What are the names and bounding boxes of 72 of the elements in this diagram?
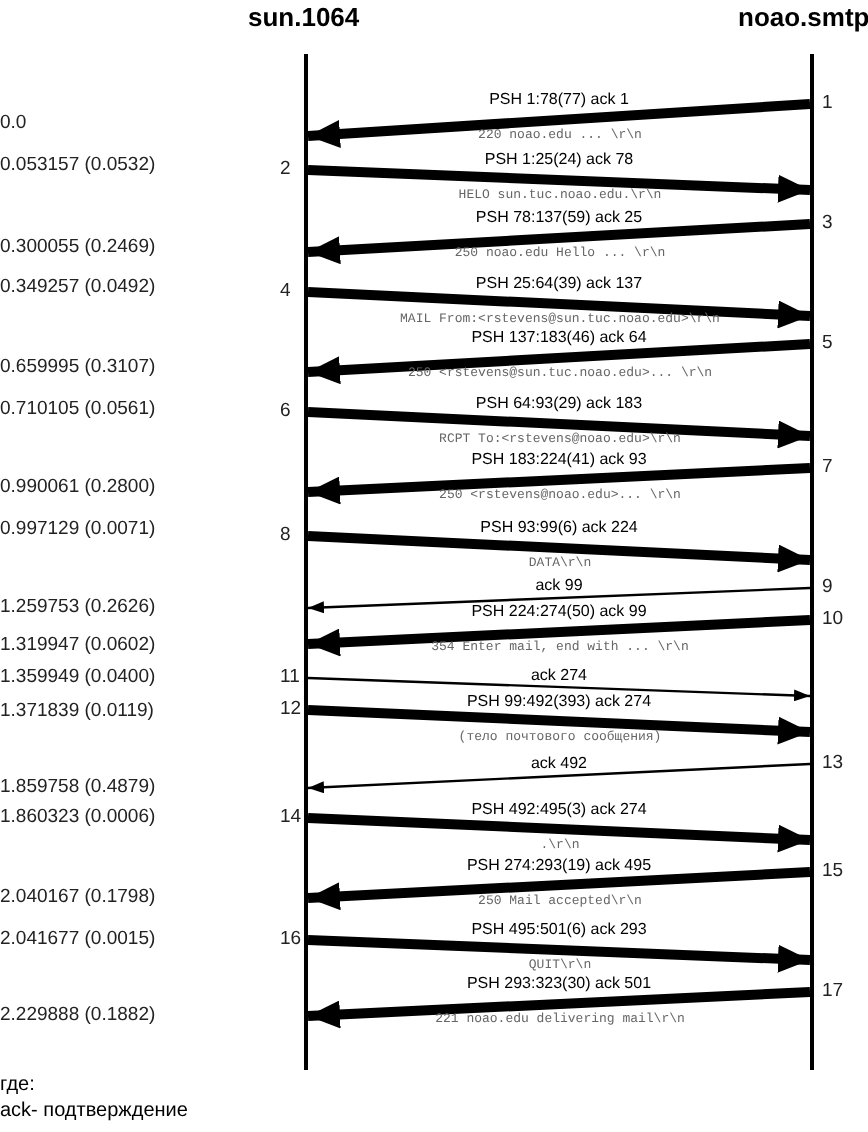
segment-number: 8 (280, 524, 291, 546)
arrow (307, 615, 811, 657)
edge-label: PSH 183:224(41) ack 93 (471, 450, 647, 468)
segment-number: 16 (280, 928, 302, 950)
edge-label: PSH 137:183(46) ack 64 (471, 328, 647, 346)
segment-number: 7 (822, 456, 833, 478)
arrow (307, 339, 811, 385)
edge-label: PSH 1:25(24) ack 78 (484, 150, 634, 168)
arrow (307, 463, 811, 505)
arrow (307, 165, 811, 203)
timestamp: 1.259753 (0.2626) (0, 596, 156, 618)
timestamp: 0.997129 (0.0071) (0, 518, 156, 540)
segment-number: 13 (822, 752, 844, 774)
participant-name: sun.1064 (248, 2, 360, 32)
edge-label: PSH 293:323(30) ack 501 (466, 974, 652, 992)
edge-label: PSH 495:501(6) ack 293 (471, 920, 647, 938)
arrow (307, 531, 811, 573)
timestamp: 0.0 (0, 112, 27, 134)
edge-label: PSH 25:64(39) ack 137 (475, 274, 643, 292)
edge-label: ack 99 (535, 576, 583, 594)
participant-name: noao.smtp (738, 2, 868, 32)
timestamp: 1.359949 (0.0400) (0, 666, 156, 688)
segment-number: 1 (822, 92, 833, 114)
timestamp: 0.349257 (0.0492) (0, 276, 156, 298)
segment-number: 15 (822, 860, 844, 882)
arrow (307, 987, 811, 1029)
edge-label: PSH 93:99(6) ack 224 (480, 518, 638, 536)
timestamp: 2.229888 (0.1882) (0, 1004, 156, 1026)
segment-number: 4 (280, 280, 291, 302)
segment-number: 17 (822, 980, 844, 1002)
arrow (307, 407, 811, 449)
arrow (307, 705, 811, 745)
arrow (307, 287, 811, 329)
arrow (307, 867, 811, 911)
segment-number: 11 (280, 666, 300, 688)
edge-label: ack 274 (530, 665, 588, 683)
edge-label: ack 492 (530, 754, 588, 772)
timestamp: 2.041677 (0.0015) (0, 928, 156, 950)
segment-number: 6 (280, 400, 291, 422)
edge-label: PSH 274:293(19) ack 495 (466, 855, 652, 873)
arrow (307, 586, 811, 614)
timestamp: 1.319947 (0.0602) (0, 634, 156, 656)
timestamp: 0.990061 (0.2800) (0, 476, 156, 498)
note-text: ack- подтверждение (0, 1100, 188, 1122)
edge-label: PSH 224:274(50) ack 99 (471, 602, 647, 620)
segment-number: 5 (822, 332, 833, 354)
note-text: где: (0, 1074, 35, 1096)
timestamp: 0.659995 (0.3107) (0, 356, 156, 378)
segment-number: 12 (280, 698, 302, 720)
arrow (307, 813, 811, 853)
arrow (307, 219, 811, 265)
arrow (307, 762, 811, 794)
timestamp: 1.371839 (0.0119) (0, 700, 154, 722)
arrow (307, 99, 811, 148)
edge-label: PSH 99:492(393) ack 274 (466, 691, 652, 709)
segment-number: 9 (822, 576, 833, 598)
edge-label: PSH 1:78(77) ack 1 (489, 90, 629, 108)
timestamp: 0.053157 (0.0532) (0, 154, 156, 176)
segment-number: 2 (280, 158, 291, 180)
segment-number: 14 (280, 806, 302, 828)
timestamp: 1.859758 (0.4879) (0, 776, 156, 798)
segment-number: 3 (822, 212, 833, 234)
timestamp: 0.710105 (0.0561) (0, 398, 156, 420)
edge-label: PSH 64:93(29) ack 183 (475, 394, 643, 412)
arrow (307, 935, 811, 973)
timestamp: 0.300055 (0.2469) (0, 236, 156, 258)
timestamp: 1.860323 (0.0006) (0, 806, 156, 828)
timestamp: 2.040167 (0.1798) (0, 886, 156, 908)
segment-number: 10 (822, 608, 844, 630)
arrow (307, 676, 811, 702)
edge-label: PSH 78:137(59) ack 25 (475, 208, 643, 226)
edge-label: PSH 492:495(3) ack 274 (471, 799, 647, 817)
